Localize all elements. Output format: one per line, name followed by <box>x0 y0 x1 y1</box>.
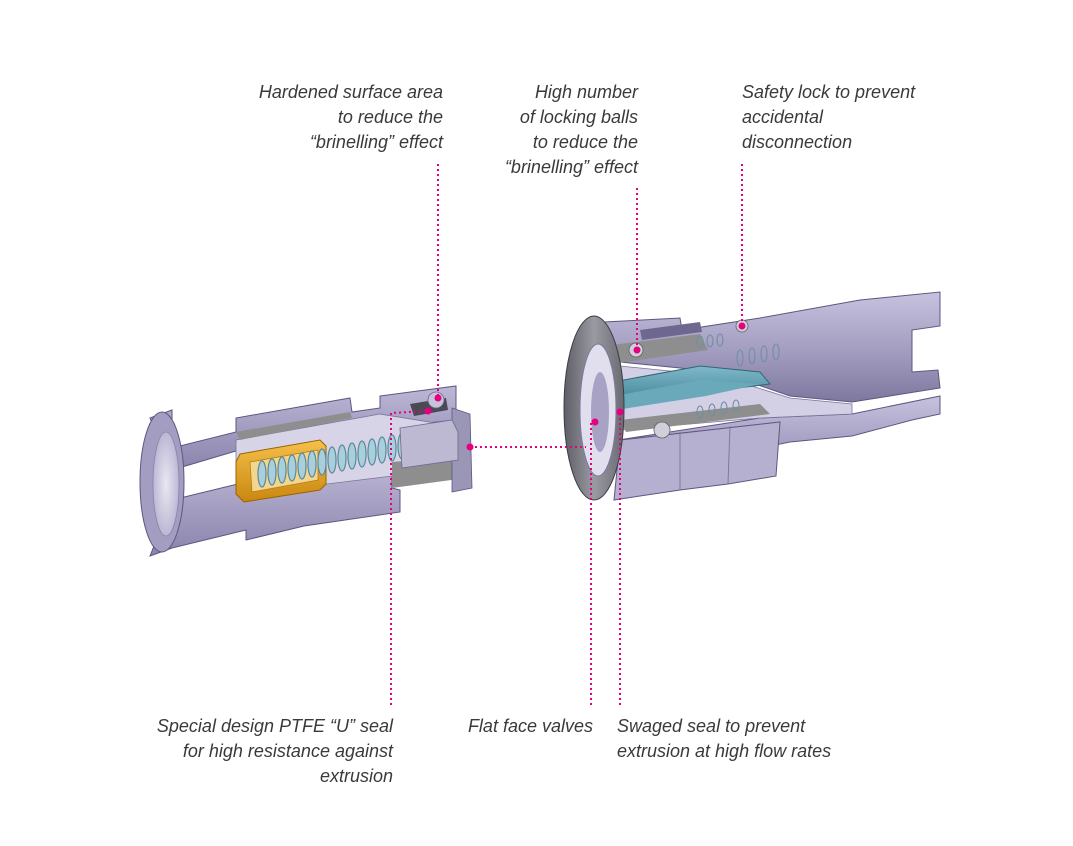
leader-dot-swaged-seal <box>616 408 624 416</box>
locking-ball <box>653 421 671 439</box>
leader-dot-hardened <box>434 394 442 402</box>
callout-line: “brinelling” effect <box>504 157 638 177</box>
leader-dot-flat-face-right <box>591 418 599 426</box>
callout-line: Hardened surface area <box>258 82 443 102</box>
callout-line: disconnection <box>742 132 853 152</box>
callout-line: for high resistance against <box>182 741 393 761</box>
leader-dot-flat-face-left <box>466 443 474 451</box>
male-cut-face-a <box>236 412 352 440</box>
callout-line: Special design PTFE “U” seal <box>156 716 393 736</box>
female-coupler-half <box>563 291 941 501</box>
callout-line: Swaged seal to prevent <box>617 716 806 736</box>
male-nose <box>451 407 473 493</box>
callout-line: High number <box>534 82 638 102</box>
callout-swaged-seal: Swaged seal to prevent extrusion at high… <box>617 714 831 764</box>
callout-line: Safety lock to prevent <box>742 82 916 102</box>
callout-flat-face-valves: Flat face valves <box>468 714 593 739</box>
callout-line: to reduce the <box>532 132 638 152</box>
callout-ptfe-seal: Special design PTFE “U” seal for high re… <box>157 714 393 789</box>
leader-dots <box>424 322 746 451</box>
callout-locking-balls: High number of locking balls to reduce t… <box>505 80 638 180</box>
callout-hardened-surface: Hardened surface area to reduce the “bri… <box>259 80 443 155</box>
male-nipple-half <box>139 385 473 557</box>
female-cut-face-a <box>604 334 708 364</box>
leader-dot-safety-lock <box>738 322 746 330</box>
callout-line: accidental <box>742 107 824 127</box>
callout-line: to reduce the <box>337 107 443 127</box>
male-valve-stem <box>399 419 459 469</box>
callout-line: Flat face valves <box>467 716 593 736</box>
callout-line: extrusion at high flow rates <box>617 741 832 761</box>
leader-lines <box>390 164 743 705</box>
callout-safety-lock: Safety lock to prevent accidental discon… <box>742 80 915 155</box>
female-sleeve-bottom <box>613 421 781 501</box>
leader-ptfe-seal <box>390 410 429 705</box>
female-spring <box>696 333 780 419</box>
leader-dot-locking-balls <box>633 346 641 354</box>
callout-line: extrusion <box>319 766 393 786</box>
leader-dot-ptfe-seal <box>424 407 432 415</box>
callout-line: of locking balls <box>519 107 638 127</box>
callout-line: “brinelling” effect <box>309 132 443 152</box>
